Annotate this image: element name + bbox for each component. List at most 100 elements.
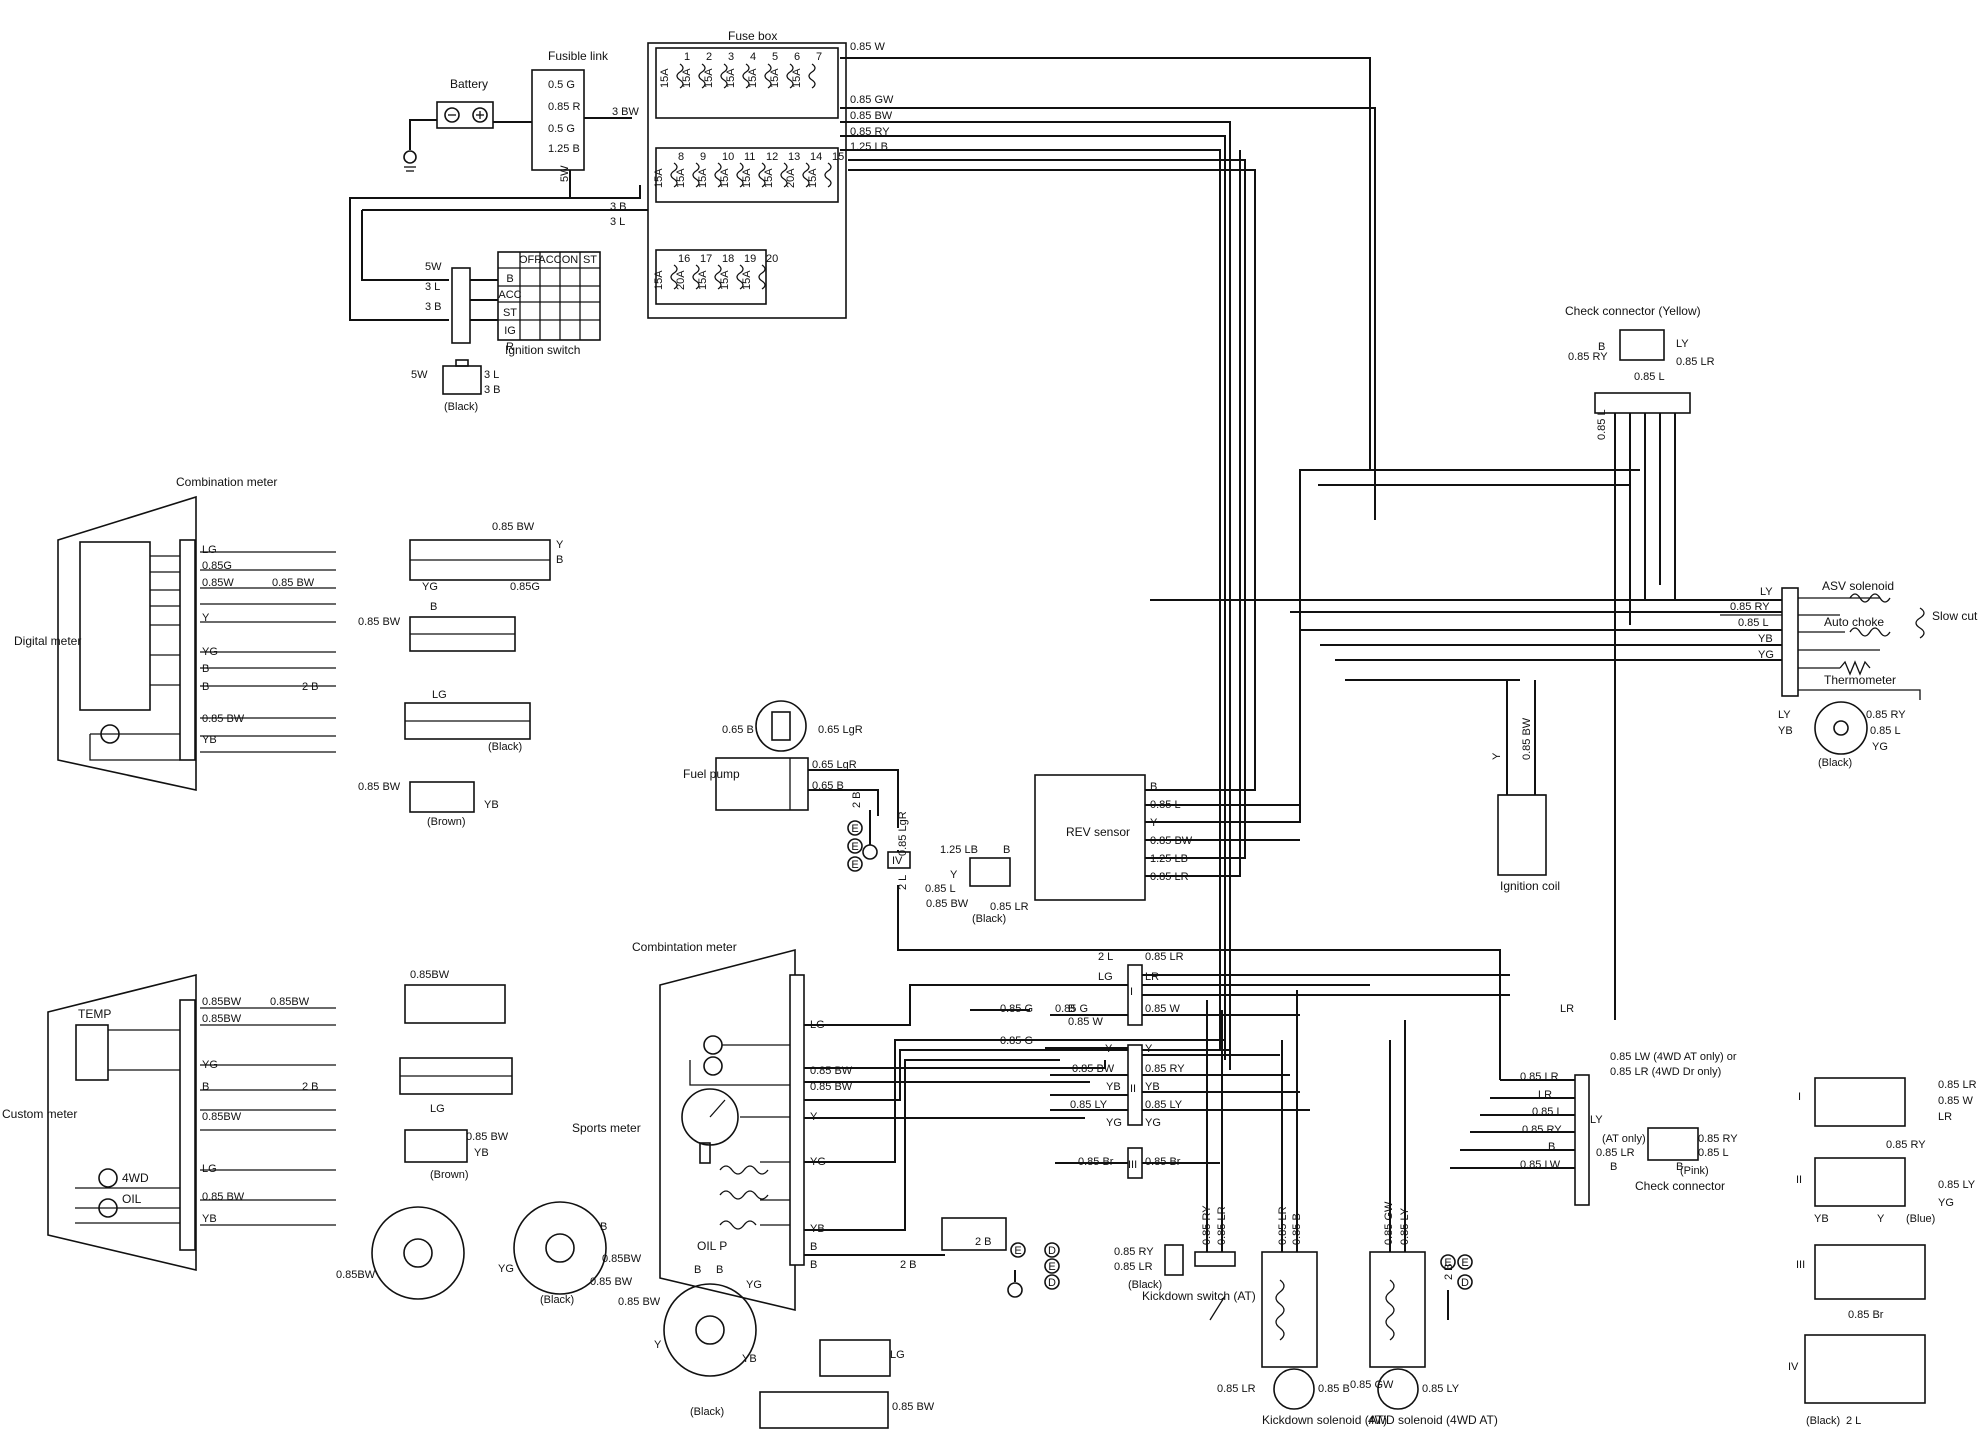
check-connector-pink xyxy=(1647,1127,1699,1161)
connector-group-label: I xyxy=(1798,1091,1801,1103)
fuse-element-icon xyxy=(808,63,816,89)
connector-view-ii xyxy=(1814,1157,1906,1207)
fuse-rating: 15A xyxy=(653,270,665,290)
wire-label: 2 L xyxy=(1098,951,1113,963)
wire-label: 0.85 W xyxy=(1145,1003,1180,1015)
wire-label: 0.85 RY xyxy=(1114,1246,1154,1258)
sports-meter xyxy=(659,948,805,1312)
connector-view-iii xyxy=(1814,1244,1926,1300)
fuse-number: 5 xyxy=(772,51,778,63)
fuse-number: 14 xyxy=(810,151,822,163)
wire-label: 0.85 BW xyxy=(590,1276,633,1288)
wire-label: 0.85 RY xyxy=(1568,351,1608,363)
connector-group-label: II xyxy=(1796,1174,1802,1186)
wire-label: 5W xyxy=(559,165,571,182)
wire-label: YB xyxy=(1145,1081,1160,1093)
wire-label: 0.85 LY xyxy=(1399,1207,1411,1245)
connector-group-label: III xyxy=(1128,1159,1137,1171)
sports-combination-label: Combintation meter xyxy=(632,940,737,954)
rev-side-connector xyxy=(969,857,1011,887)
sports-round-connector xyxy=(663,1283,757,1377)
wire-label: 0.85 W xyxy=(1068,1016,1103,1028)
wire-label: YG xyxy=(1106,1117,1122,1129)
fuse-element-icon xyxy=(736,162,744,188)
fuse-number: 15 xyxy=(832,151,844,163)
wire-label: 0.85 BW xyxy=(492,521,535,533)
wire-label: LG xyxy=(810,1019,825,1031)
wire-label: B xyxy=(1068,1003,1075,1015)
wire-label: 0.85 BW xyxy=(358,781,401,793)
fusible-link-rating: 0.5 G xyxy=(548,123,575,135)
wire-label: 0.85 GW xyxy=(850,94,894,106)
wire-label: 0.85 LR xyxy=(1938,1079,1977,1091)
ground-mark: E xyxy=(847,856,863,872)
wire-label: LG xyxy=(890,1349,905,1361)
wire-label: 0.85 RY xyxy=(1730,601,1770,613)
wire-label: 0.85 LR xyxy=(1114,1261,1153,1273)
oil-p-label: OIL P xyxy=(697,1239,727,1253)
wire-label: YG xyxy=(202,1059,218,1071)
fuse-number: 6 xyxy=(794,51,800,63)
central-connector-ii xyxy=(1127,1044,1143,1126)
ground-mark-letter: E xyxy=(1444,1257,1451,1269)
fuse-element-icon xyxy=(786,63,794,89)
wire-label: YB xyxy=(810,1223,825,1235)
sports-connector-1 xyxy=(941,1217,1007,1251)
wire-label: 0.85 RY xyxy=(1201,1205,1213,1245)
wire-label: YB xyxy=(1758,633,1773,645)
wire-label: 0.85 L xyxy=(1596,409,1608,440)
wire-label: LR xyxy=(1560,1003,1574,1015)
fuse-number: 2 xyxy=(706,51,712,63)
fuse-number: 4 xyxy=(750,51,756,63)
fuse-number: 10 xyxy=(722,151,734,163)
wire-label: B xyxy=(1548,1141,1555,1153)
right-connector-block xyxy=(1574,1074,1590,1206)
wire-label: LG xyxy=(430,1103,445,1115)
rev-sensor-label: REV sensor xyxy=(1066,825,1130,839)
fuse-element-icon xyxy=(802,162,810,188)
wire-label: 0.85 BW xyxy=(358,616,401,628)
wire-label: 0.85 L xyxy=(925,883,956,895)
wire-label: 0.85 RY xyxy=(1886,1139,1926,1151)
fuel-pump-label: Fuel pump xyxy=(683,767,740,781)
switch-column-label: ON xyxy=(562,254,579,266)
connector-color-tag: (Black) xyxy=(540,1294,574,1306)
wire-label: B xyxy=(1150,781,1157,793)
wire-label: 0.85 L xyxy=(1634,371,1665,383)
wire-label: 0.85 B xyxy=(1318,1383,1350,1395)
digital-meter xyxy=(57,495,197,791)
ground-mark-letter: E xyxy=(1048,1261,1055,1273)
meter-oil-label: OIL xyxy=(122,1192,142,1206)
wire-label: LG xyxy=(202,544,217,556)
wire-label: LG xyxy=(432,689,447,701)
wire-label: LG xyxy=(1098,971,1113,983)
wire-label: 0.85BW xyxy=(410,969,450,981)
fusible-link-label: Fusible link xyxy=(548,49,609,63)
wire-label: IV xyxy=(892,855,903,867)
connector-group-label: I xyxy=(1130,986,1133,998)
check-connector-yellow-plug xyxy=(1594,392,1691,414)
wire-label: 0.85 LR xyxy=(1145,951,1184,963)
fuse-number: 16 xyxy=(678,253,690,265)
wire-label: 2 B xyxy=(900,1259,917,1271)
kickdown-solenoid-connector xyxy=(1273,1368,1315,1410)
sports-meter-label: Sports meter xyxy=(572,1121,641,1135)
fuse-element-icon xyxy=(670,264,678,290)
fuse-element-icon xyxy=(714,264,722,290)
connector-color-tag: (Black) xyxy=(488,741,522,753)
wire-label: YB xyxy=(202,734,217,746)
fuse-box-label: Fuse box xyxy=(728,29,777,43)
wire-label: YB xyxy=(202,1213,217,1225)
fuse-number: 13 xyxy=(788,151,800,163)
ground-mark: E xyxy=(847,838,863,854)
battery xyxy=(436,101,494,129)
combination-meter-label: Combination meter xyxy=(176,475,277,489)
wire-label: 0.85 BW xyxy=(810,1065,853,1077)
custom-round-connector-2 xyxy=(513,1201,607,1295)
fuse-rating: 15A xyxy=(697,270,709,290)
wire-label: 3 L xyxy=(425,281,440,293)
wire-label: 1.25 LB xyxy=(1150,853,1188,865)
wire-label: YB xyxy=(1106,1081,1121,1093)
wire-label: 0.85 BW xyxy=(272,577,315,589)
wire-label: B xyxy=(810,1259,817,1271)
